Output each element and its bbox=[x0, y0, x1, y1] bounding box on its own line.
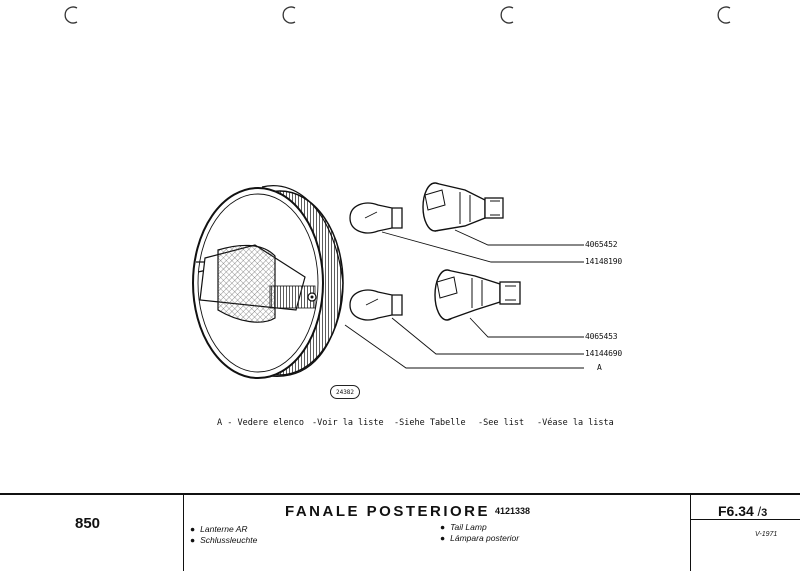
drawing-number-badge: 24382 bbox=[330, 385, 360, 399]
revision-date: V-1971 bbox=[755, 531, 778, 538]
punch-hole-icon bbox=[64, 6, 78, 24]
legend-item: A - Vedere elenco bbox=[217, 418, 304, 428]
bulb-holder-upper bbox=[422, 182, 504, 232]
title-block-divider bbox=[183, 495, 184, 571]
legend-item: -Voir la liste bbox=[312, 418, 384, 428]
punch-hole-icon bbox=[282, 6, 296, 24]
exploded-drawing bbox=[192, 182, 584, 379]
part-number-label: 4065453 bbox=[585, 332, 618, 341]
bullet-icon: ● bbox=[440, 533, 446, 543]
legend-item: -Véase la lista bbox=[537, 418, 614, 428]
punch-hole-icon bbox=[717, 6, 731, 24]
bulb-holder-lower bbox=[434, 269, 521, 321]
bullet-icon: ● bbox=[190, 524, 196, 534]
sheet-divider bbox=[690, 519, 800, 520]
part-number-label: 4065452 bbox=[585, 240, 618, 249]
leader-lines bbox=[344, 229, 584, 369]
bullet-icon: ● bbox=[440, 522, 446, 532]
description-item: ●Lámpara posterior bbox=[440, 533, 520, 543]
description-item: ●Schlussleuchte bbox=[190, 535, 258, 545]
part-number-label: 14148190 bbox=[585, 257, 622, 266]
title-block-divider bbox=[690, 495, 691, 571]
title-part-code: 4121338 bbox=[495, 506, 531, 516]
part-number-label: 14144690 bbox=[585, 349, 622, 358]
legend-item: -Siehe Tabelle bbox=[394, 418, 466, 428]
bullet-icon: ● bbox=[190, 535, 196, 545]
legend-item: -See list bbox=[478, 418, 525, 428]
model-number: 850 bbox=[75, 515, 101, 532]
title-block: 850 FANALE POSTERIORE 4121338 ●Lanterne … bbox=[0, 493, 800, 571]
punch-hole-icon bbox=[500, 6, 514, 24]
part-reference-label: A bbox=[597, 363, 602, 372]
sheet-number: F6.34 /3 bbox=[718, 503, 768, 519]
bulb-upper bbox=[349, 202, 403, 234]
description-item: ●Tail Lamp bbox=[440, 522, 487, 532]
page-title: FANALE POSTERIORE bbox=[285, 503, 491, 520]
tail-lamp-housing bbox=[192, 185, 344, 379]
description-item: ●Lanterne AR bbox=[190, 524, 248, 534]
bulb-lower bbox=[349, 289, 403, 321]
